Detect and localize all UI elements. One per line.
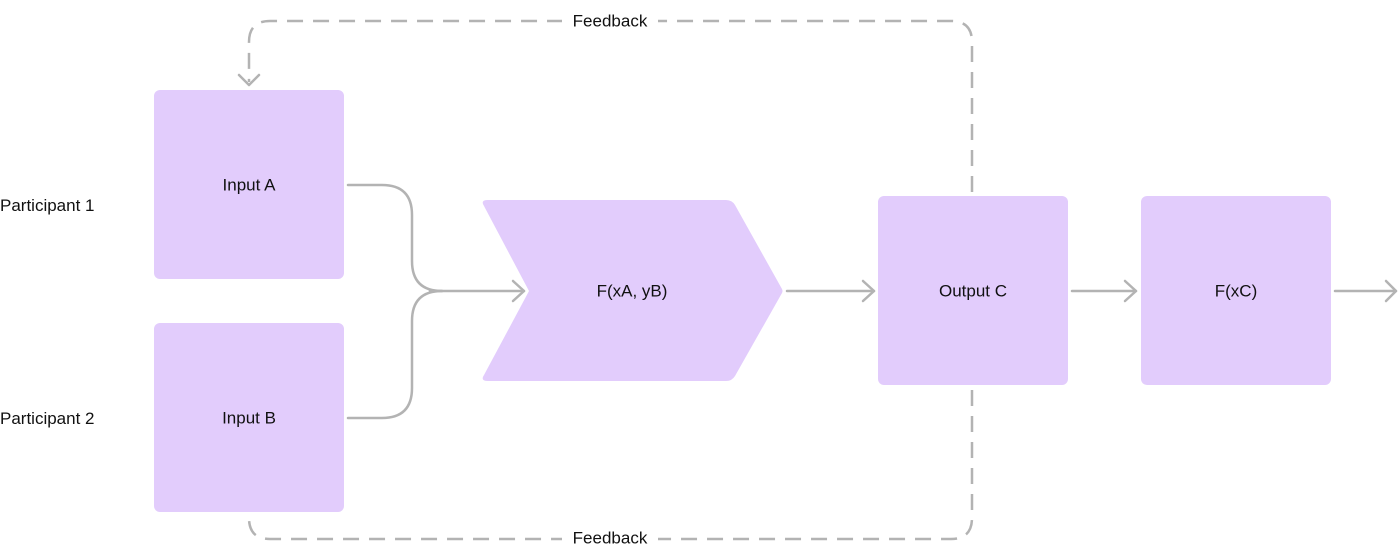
feedback-bottom-label-bg <box>562 527 658 551</box>
feedback-loop-bottom <box>247 390 974 541</box>
input-b-node: Input B <box>154 323 344 512</box>
feedback-loop-top <box>247 19 974 192</box>
connector-input-b-to-merge <box>346 289 444 420</box>
function-node: F(xA, yB) <box>482 200 783 381</box>
participant-1-label: Participant 1 <box>0 196 95 215</box>
feedback-top-label: Feedback <box>573 11 648 30</box>
feedback-top-arrowhead <box>237 73 261 87</box>
arrowhead-final-output <box>1384 279 1398 303</box>
arrowhead-to-function-c <box>1123 279 1138 303</box>
feedback-bottom-label: Feedback <box>573 528 648 547</box>
arrowhead-to-output <box>861 279 876 303</box>
function-c-label: F(xC) <box>1215 281 1257 300</box>
connector-input-a-to-merge <box>346 183 444 293</box>
input-a-node: Input A <box>154 90 344 279</box>
function-c-node: F(xC) <box>1141 196 1331 385</box>
input-b-label: Input B <box>222 408 276 427</box>
arrowhead-to-function <box>511 279 526 303</box>
output-c-label: Output C <box>939 281 1007 300</box>
output-c-node: Output C <box>878 196 1068 385</box>
input-a-label: Input A <box>223 175 277 194</box>
feedback-top-label-bg <box>562 10 658 34</box>
participant-2-label: Participant 2 <box>0 409 95 428</box>
function-label: F(xA, yB) <box>597 281 668 300</box>
